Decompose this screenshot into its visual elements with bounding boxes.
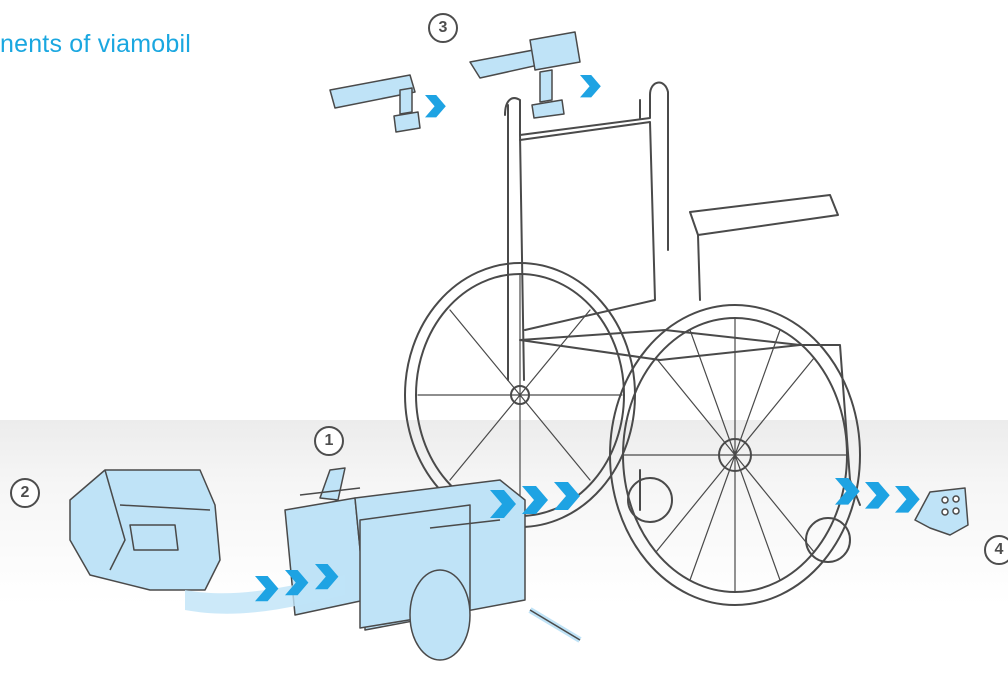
control-unit-component	[330, 32, 580, 132]
callout-marker-2: 2	[10, 478, 40, 508]
callout-marker-4: 4	[984, 535, 1008, 565]
callout-marker-1: 1	[314, 426, 344, 456]
mount-plate-component	[915, 488, 968, 535]
battery-component	[70, 470, 220, 590]
callout-marker-3: 3	[428, 13, 458, 43]
page-title: nents of viamobil	[0, 30, 191, 59]
